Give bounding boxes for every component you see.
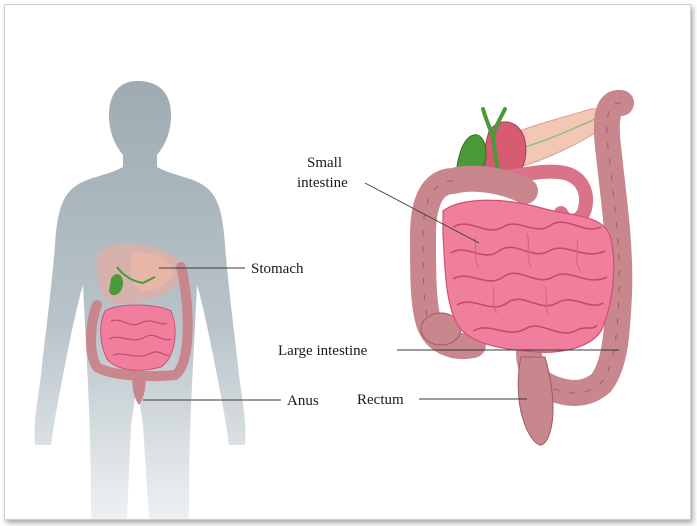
diagram-frame: Small intestine Stomach Large intestine … [4,4,691,520]
leader-lines [143,182,619,401]
leader-small-intestine [364,182,480,244]
label-rectum: Rectum [357,392,404,408]
rectum [517,356,554,446]
label-anus: Anus [287,393,319,409]
enlarged-organs [409,90,634,446]
label-small-intestine-line1: Small [307,155,342,171]
labels: Small intestine Stomach Large intestine … [251,155,404,409]
label-stomach: Stomach [251,261,304,277]
silhouette-organs [86,243,193,405]
digestive-system-diagram: Small intestine Stomach Large intestine … [34,81,634,519]
label-large-intestine: Large intestine [278,343,368,359]
label-small-intestine-line2: intestine [297,175,348,191]
